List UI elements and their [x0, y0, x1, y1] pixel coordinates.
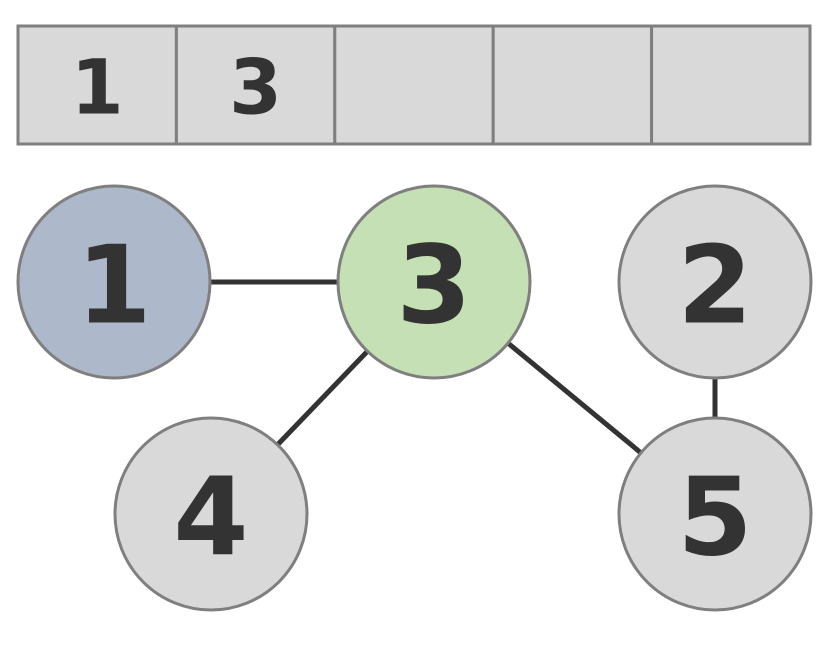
queue-cell-box [650, 24, 812, 146]
queue-cell-3 [491, 24, 654, 146]
queue-cell-0: 1 [16, 24, 178, 146]
queue-cell-box [491, 24, 654, 146]
queue-cell-box [174, 24, 337, 146]
queue-cell-label: 3 [229, 43, 282, 132]
node-4-label: 4 [173, 456, 248, 581]
node-2: 2 [617, 184, 813, 380]
node-3-label: 3 [396, 224, 471, 349]
node-1-circle [16, 184, 212, 380]
graph-nodes: 1 3 2 4 5 [16, 184, 813, 612]
node-1-label: 1 [76, 224, 151, 349]
node-5: 5 [617, 416, 813, 612]
node-5-label: 5 [677, 456, 752, 581]
queue-cell-box [333, 24, 495, 146]
queue-cell-box [16, 24, 178, 146]
node-3: 3 [336, 184, 532, 380]
node-2-label: 2 [677, 224, 752, 349]
node-3-circle [336, 184, 532, 380]
node-4: 4 [113, 416, 309, 612]
node-2-circle [617, 184, 813, 380]
queue-cell-4 [650, 24, 812, 146]
node-4-circle [113, 416, 309, 612]
queue-cell-label: 1 [71, 43, 124, 132]
node-5-circle [617, 416, 813, 612]
queue-cell-1: 3 [174, 24, 337, 146]
node-1: 1 [16, 184, 212, 380]
queue-cell-2 [333, 24, 495, 146]
